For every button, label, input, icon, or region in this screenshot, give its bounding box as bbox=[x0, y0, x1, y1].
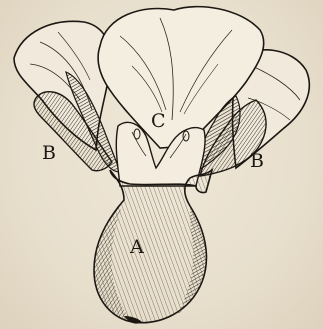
ovary-body bbox=[94, 170, 212, 324]
label-b-right: B bbox=[250, 152, 264, 171]
label-a: A bbox=[130, 238, 144, 257]
label-c: C bbox=[151, 112, 166, 131]
label-b-left: B bbox=[42, 144, 56, 163]
